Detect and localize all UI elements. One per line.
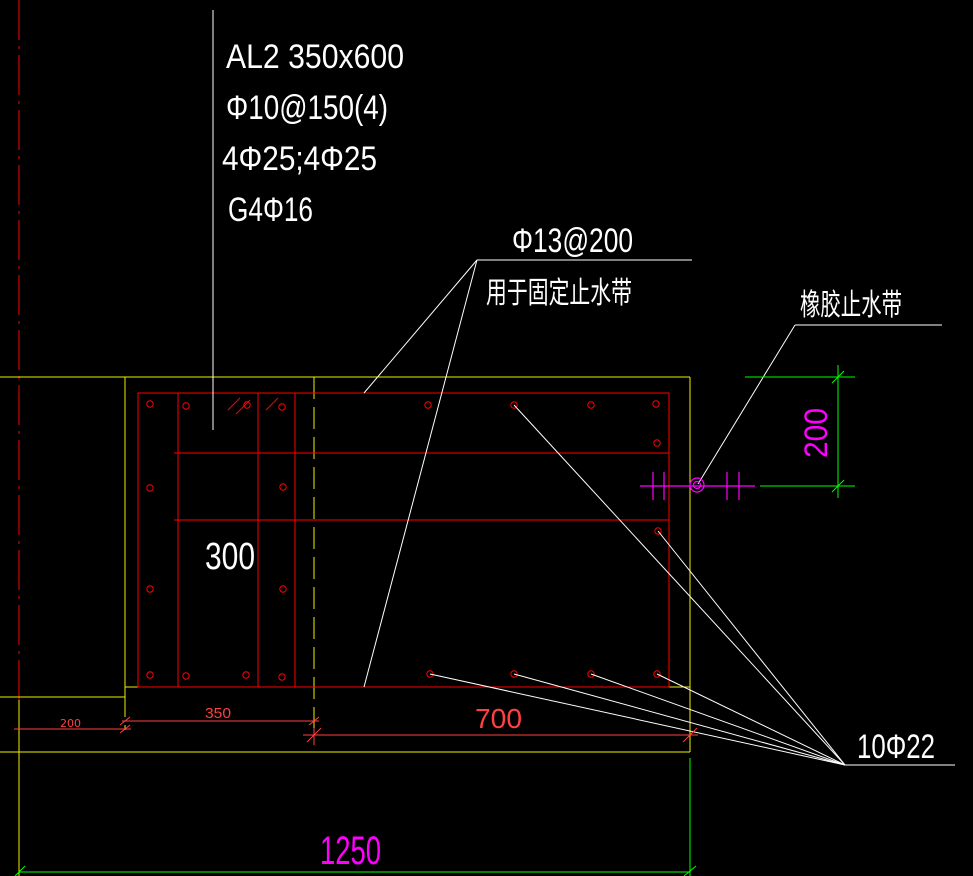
- dimension-200-vertical: [745, 365, 855, 498]
- rebar-dot: [146, 400, 154, 408]
- dim-700-label: 700: [475, 703, 522, 734]
- waterstop-bulb-inner: [692, 480, 702, 490]
- rebar-dot: [242, 671, 250, 679]
- rebar-dot: [279, 483, 287, 491]
- rebar-dot: [654, 527, 662, 535]
- dimension-700: [303, 727, 698, 745]
- dim-tick: [14, 865, 26, 876]
- rebar-dot: [182, 672, 190, 680]
- rebar-dot: [510, 401, 518, 409]
- waterstop-bulb: [689, 477, 705, 493]
- rebar-dot: [243, 401, 251, 409]
- annotations: AL2 350x600 Φ10@150(4) 4Φ25;4Φ25 G4Φ16 Φ…: [60, 38, 935, 873]
- waterstop-symbol: [640, 472, 755, 500]
- stirrup-hook: [265, 397, 279, 411]
- bars-leader: [590, 673, 846, 766]
- bars-leader: [657, 530, 846, 766]
- rebar-dot: [652, 400, 660, 408]
- rebar-dot: [278, 673, 286, 681]
- rebar-dot: [182, 402, 190, 410]
- rebar-dot: [278, 403, 286, 411]
- dim-tick: [831, 479, 845, 493]
- rebar-dot: [146, 585, 154, 593]
- dim-1250-label: 1250: [320, 829, 381, 873]
- bars-leader: [513, 673, 846, 766]
- bars-leader: [656, 673, 846, 766]
- stirrup-hook: [227, 397, 241, 411]
- main-bars-label: 4Φ25;4Φ25: [222, 140, 377, 178]
- stirrup-label: Φ10@150(4): [226, 89, 388, 127]
- bottom-bars-label: 10Φ22: [857, 728, 935, 766]
- bars-leader: [513, 404, 846, 766]
- dim-300-label: 300: [205, 536, 255, 578]
- dim-tick: [683, 865, 697, 876]
- rebar-cage: [137, 392, 670, 688]
- rebar-dot: [653, 670, 661, 678]
- rebar-dot: [587, 401, 595, 409]
- dimension-small-red: [14, 716, 320, 734]
- waterstop-label: 橡胶止水带: [800, 288, 902, 323]
- rebar-dots: [146, 400, 662, 681]
- rebar-dot: [510, 670, 518, 678]
- dim-tick: [831, 370, 845, 384]
- dim-tick: [682, 727, 698, 743]
- side-bars-label: G4Φ16: [228, 191, 313, 229]
- anchor-rebar-label: Φ13@200: [512, 222, 633, 260]
- rebar-dot: [653, 439, 661, 447]
- rebar-dot: [587, 670, 595, 678]
- dim-tick: [119, 724, 131, 734]
- rebar-dot: [279, 585, 287, 593]
- dim-200-vertical-label: 200: [798, 408, 834, 458]
- dimension-1250: [14, 758, 697, 876]
- waterstop-leader: [697, 324, 796, 485]
- bars-leader: [429, 673, 846, 766]
- dim-200-small-label: 200: [60, 717, 81, 730]
- dim-tick: [308, 716, 320, 726]
- anchor-note-label: 用于固定止水带: [486, 276, 632, 311]
- dim-tick: [119, 716, 131, 726]
- anchor-leader-a: [363, 259, 478, 394]
- dim-350-label: 350: [205, 705, 231, 722]
- rebar-dot: [424, 401, 432, 409]
- leader-lines: [212, 10, 955, 766]
- rebar-dot: [146, 484, 154, 492]
- rebar-dot: [146, 671, 154, 679]
- beam-name-label: AL2 350x600: [226, 38, 404, 76]
- rebar-dot: [426, 670, 434, 678]
- anchor-leader-b: [363, 259, 478, 688]
